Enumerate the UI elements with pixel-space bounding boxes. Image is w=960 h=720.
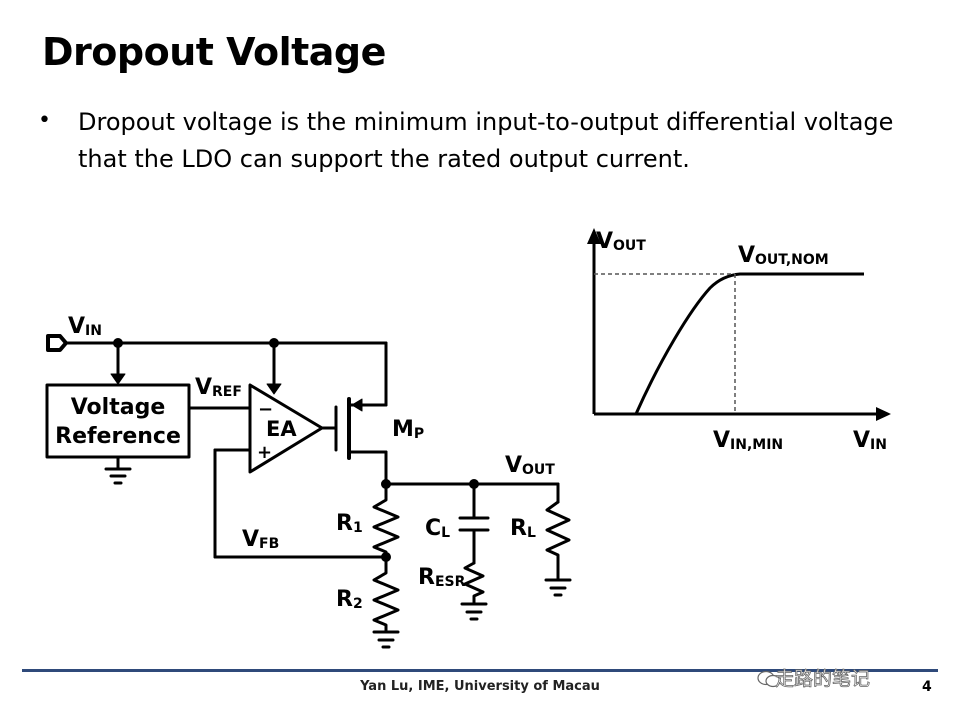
ea-minus-sign: − bbox=[258, 399, 273, 420]
rl-label: RL bbox=[510, 516, 536, 541]
rl-resistor bbox=[545, 500, 571, 582]
junction-dot bbox=[469, 479, 479, 489]
vfb-label: VFB bbox=[242, 527, 279, 552]
footer-divider bbox=[22, 669, 938, 672]
mp-label: MP bbox=[392, 417, 424, 442]
vin-min-label: VIN,MIN bbox=[713, 428, 783, 453]
bullet-text: Dropout voltage is the minimum input-to-… bbox=[78, 108, 894, 173]
wechat-icon bbox=[757, 670, 781, 688]
resr-label: RESR bbox=[418, 565, 466, 590]
resr-resistor bbox=[463, 561, 485, 606]
vin-terminal bbox=[46, 334, 68, 352]
voltage-reference-label-1: Voltage bbox=[71, 395, 166, 420]
r2-label: R2 bbox=[336, 587, 363, 612]
vin-label: VIN bbox=[68, 314, 102, 339]
vref-label: VREF bbox=[195, 375, 242, 400]
graph-x-label: VIN bbox=[853, 428, 887, 453]
voltage-reference-label-2: Reference bbox=[55, 424, 181, 449]
junction-dot bbox=[381, 552, 391, 562]
watermark-text: 走路的笔记 bbox=[775, 668, 871, 691]
vout-transfer-curve bbox=[634, 272, 864, 415]
junction-dot bbox=[381, 479, 391, 489]
bullet-marker: • bbox=[38, 108, 51, 133]
ea-label: EA bbox=[266, 417, 297, 441]
page-number: 4 bbox=[922, 679, 932, 695]
r1-label: R1 bbox=[336, 511, 363, 536]
slide-title: Dropout Voltage bbox=[42, 30, 386, 74]
error-amplifier bbox=[248, 383, 324, 474]
r1-resistor bbox=[372, 490, 400, 559]
ea-plus-sign: + bbox=[257, 442, 272, 463]
r2-resistor bbox=[372, 564, 400, 634]
footer-text: Yan Lu, IME, University of Macau bbox=[360, 679, 600, 694]
junction-dot bbox=[113, 338, 123, 348]
vout-nom-label: VOUT,NOM bbox=[738, 243, 829, 268]
graph-y-label: VOUT bbox=[596, 229, 646, 254]
junction-dot bbox=[269, 338, 279, 348]
vout-label: VOUT bbox=[505, 453, 555, 478]
cl-label: CL bbox=[425, 516, 450, 541]
